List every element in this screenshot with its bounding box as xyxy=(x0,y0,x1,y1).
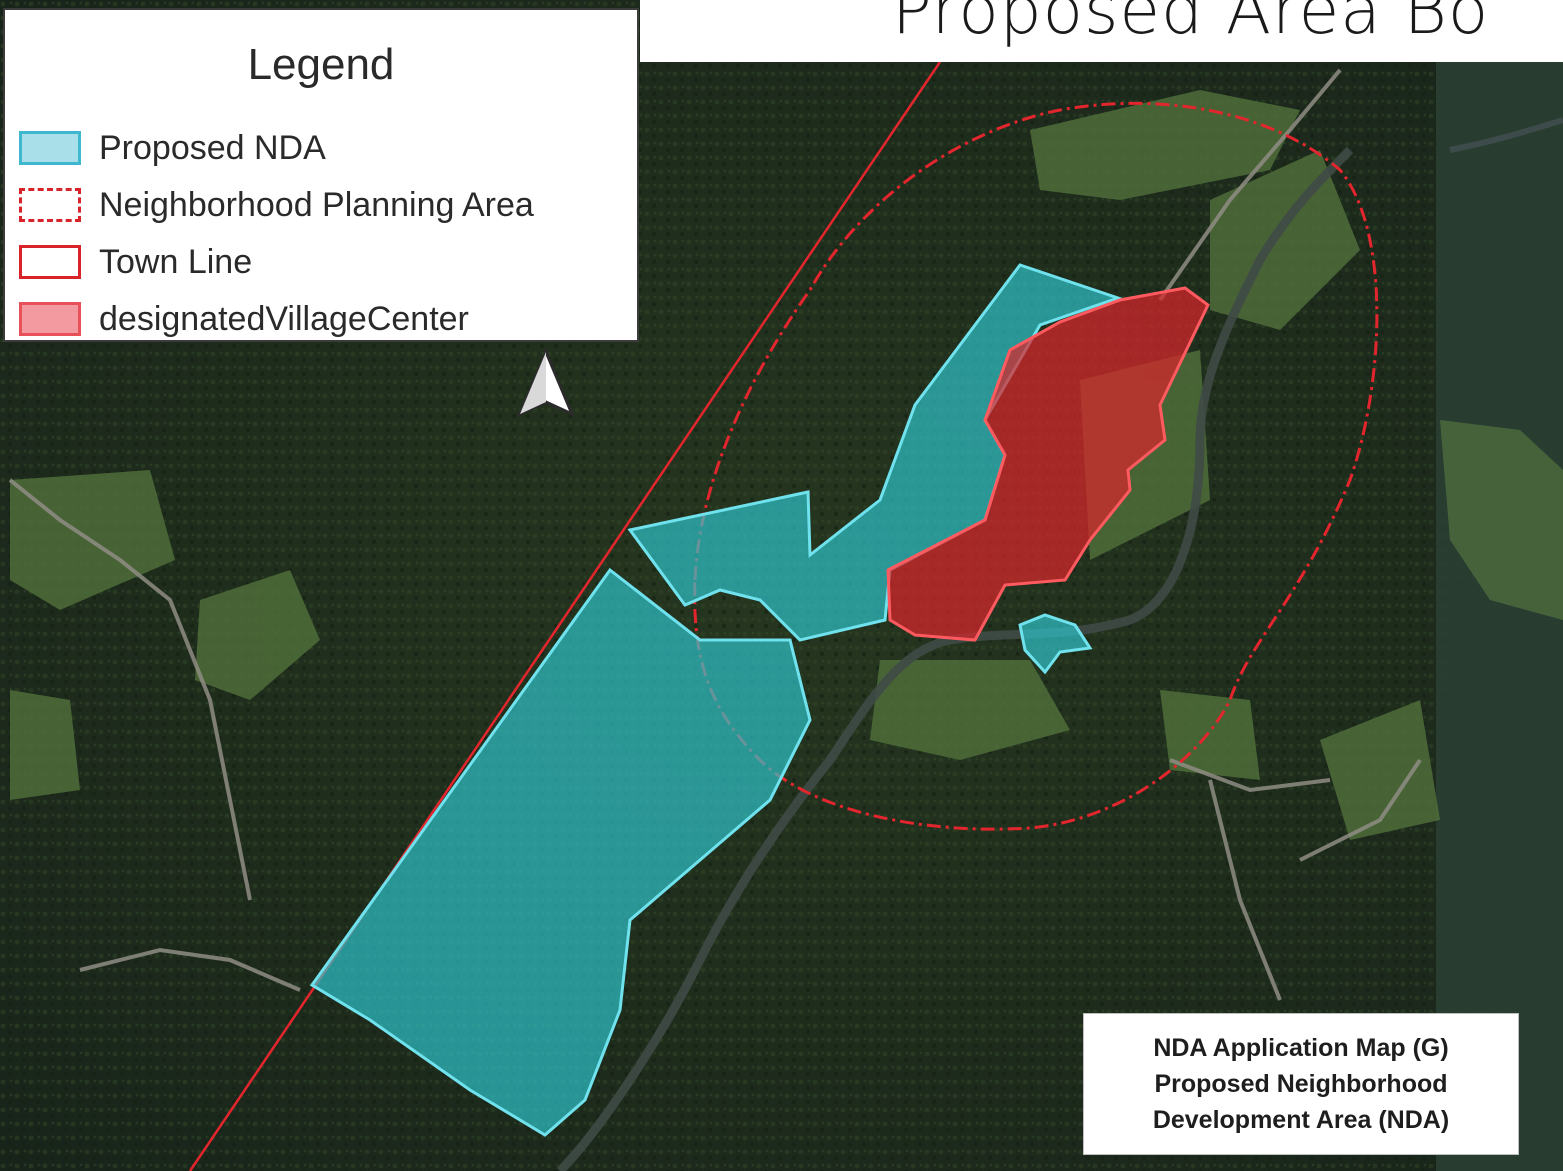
east-valley-fields xyxy=(1440,420,1563,620)
proposed-nda-patch xyxy=(1018,613,1093,675)
caption-line-1: NDA Application Map (G) xyxy=(1153,1034,1449,1062)
legend-item-neighborhood-planning-area: Neighborhood Planning Area xyxy=(19,185,534,225)
village-center-swatch xyxy=(19,302,81,336)
roads xyxy=(8,68,1422,1001)
map-caption: NDA Application Map (G) Proposed Neighbo… xyxy=(1083,1013,1519,1155)
fields xyxy=(10,90,1440,840)
proposed-nda-south xyxy=(309,567,812,1137)
north-arrow-icon xyxy=(517,348,575,417)
east-valley-river xyxy=(1449,117,1563,153)
river xyxy=(556,146,1354,1171)
legend-item-town-line: Town Line xyxy=(19,242,252,282)
legend-item-village-center: designatedVillageCenter xyxy=(19,299,469,339)
designated-village-center xyxy=(886,286,1210,642)
caption-line-3: Development Area (NDA) xyxy=(1152,1106,1450,1134)
title-strip xyxy=(640,0,1563,62)
east-valley-tile xyxy=(1436,62,1563,1171)
legend-label: designatedVillageCenter xyxy=(99,299,469,338)
legend-item-proposed-nda: Proposed NDA xyxy=(19,128,326,168)
page-title: Proposed Area Bo xyxy=(892,0,1490,49)
neighborhood-planning-area xyxy=(693,101,1379,831)
caption-line-2: Proposed Neighborhood xyxy=(1154,1070,1448,1098)
planning-area-swatch xyxy=(19,188,81,222)
town-line-swatch xyxy=(19,245,81,279)
proposed-nda-swatch xyxy=(19,131,81,165)
legend-label: Town Line xyxy=(99,242,253,281)
legend-title: Legend xyxy=(247,40,395,89)
legend-label: Proposed NDA xyxy=(99,128,326,167)
legend-label: Neighborhood Planning Area xyxy=(99,185,534,224)
legend: Legend Proposed NDA Neighborhood Plannin… xyxy=(3,8,639,342)
